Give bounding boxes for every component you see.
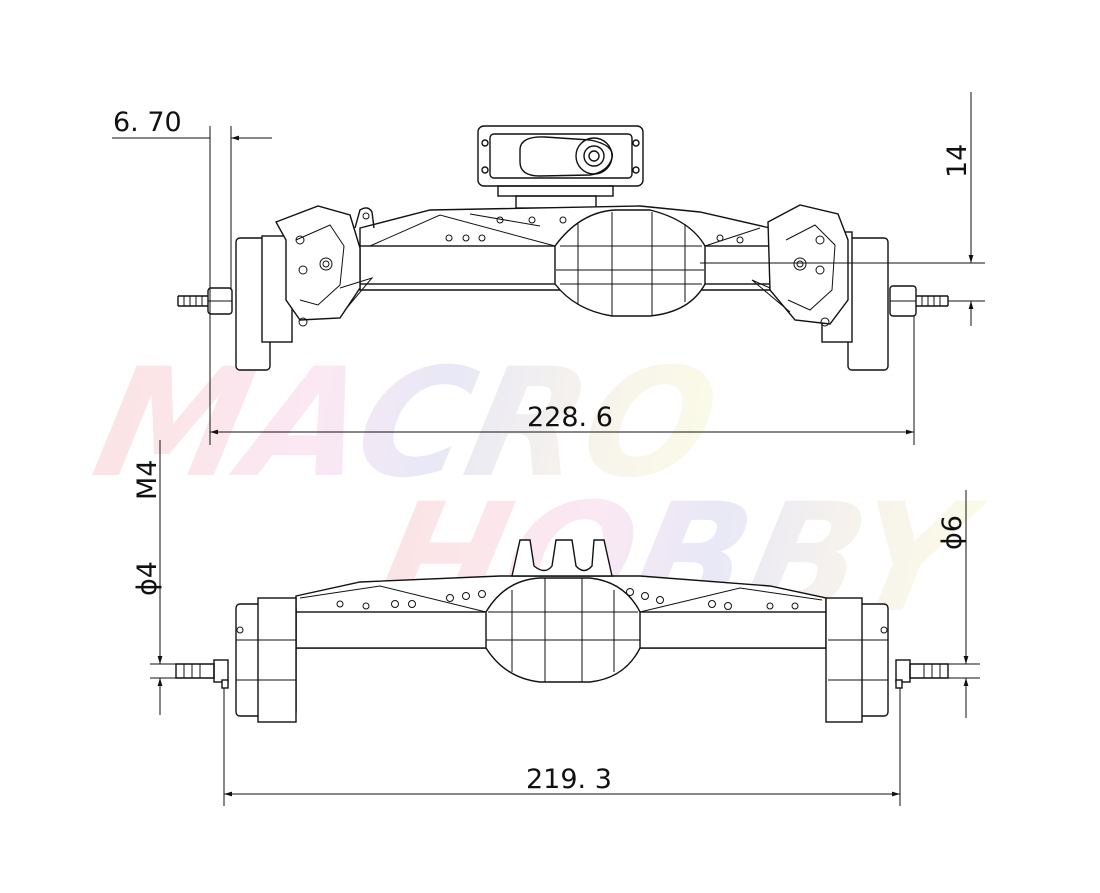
dimension-bottom-width: 219. 3 bbox=[223, 688, 901, 806]
dim-height-label: 14 bbox=[942, 144, 973, 178]
right-hub bbox=[751, 204, 949, 371]
dim-pin-left-label: ϕ4 bbox=[132, 561, 163, 596]
dim-thread-label: M4 bbox=[132, 460, 163, 500]
dimension-pin-right: ϕ6 bbox=[937, 490, 980, 718]
dim-bottom-width-label: 219. 3 bbox=[526, 764, 612, 795]
front-axle-view bbox=[177, 125, 949, 371]
rear-axle-view bbox=[175, 539, 949, 723]
dim-offset-label: 6. 70 bbox=[113, 107, 182, 138]
dimension-thread: M4 ϕ4 bbox=[132, 440, 176, 715]
dim-width-label: 228. 6 bbox=[527, 402, 613, 433]
watermark: MACRO HOBBY bbox=[81, 336, 995, 646]
left-hub bbox=[177, 205, 374, 371]
dimension-top-height: 14 bbox=[700, 92, 985, 326]
dimension-top-width: 228. 6 bbox=[210, 316, 915, 445]
servo bbox=[477, 125, 644, 209]
dimension-top-offset: 6. 70 bbox=[112, 107, 272, 445]
watermark-line1: MACRO bbox=[81, 336, 732, 511]
dim-pin-right-label: ϕ6 bbox=[937, 515, 968, 550]
